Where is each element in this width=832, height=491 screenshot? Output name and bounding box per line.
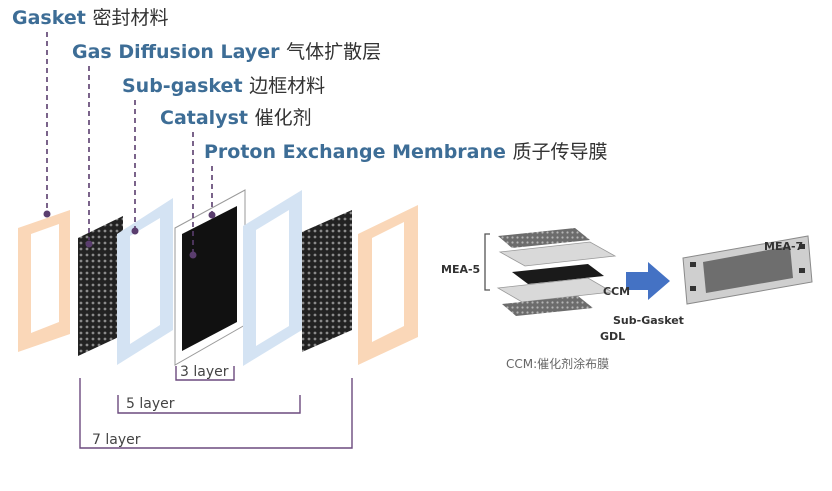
mea5-label: MEA-5 (441, 263, 481, 276)
label-subgasket-cn: 边框材料 (249, 75, 326, 97)
mea7-label: MEA-7 (764, 240, 804, 253)
label-catalyst-cn: 催化剂 (254, 107, 312, 129)
mea5-bracket (484, 233, 490, 291)
bracket-7-layer: 7 layer (92, 432, 141, 448)
bracket-3-layer: 3 layer (180, 364, 229, 380)
label-gdl-cn: 气体扩散层 (286, 41, 382, 63)
mea5-subgasket-bottom (496, 277, 614, 303)
gdl-left (78, 216, 123, 356)
ccm-caption: CCM:催化剂涂布膜 (506, 357, 610, 371)
label-pem: Proton Exchange Membrane 质子传导膜 (204, 141, 608, 163)
arrow-right-icon (626, 262, 670, 300)
label-gdl-en: Gas Diffusion Layer (72, 41, 280, 63)
leader-dots (43, 210, 216, 259)
label-gasket-cn: 密封材料 (92, 7, 169, 29)
subgasket-right (243, 190, 302, 366)
bracket-5-layer: 5 layer (126, 396, 175, 412)
ccm-label: CCM (603, 285, 631, 298)
label-pem-en: Proton Exchange Membrane (204, 141, 506, 163)
label-catalyst-en: Catalyst (160, 107, 248, 129)
gasket-left (18, 210, 70, 352)
mea5-layer-top (498, 228, 590, 248)
sub-gasket-label: Sub-Gasket (613, 314, 684, 327)
gdl-right (302, 210, 352, 352)
label-subgasket-en: Sub-gasket (122, 75, 243, 97)
label-gasket-en: Gasket (12, 7, 86, 29)
mea5-subgasket-top (498, 241, 617, 267)
gasket-right (358, 205, 418, 365)
layer-brackets (79, 366, 353, 449)
mea5-layer-bottom (502, 296, 593, 316)
label-pem-cn: 质子传导膜 (512, 141, 608, 163)
mea5-ccm (512, 264, 604, 284)
label-gasket: Gasket 密封材料 (12, 7, 168, 29)
label-gdl: Gas Diffusion Layer 气体扩散层 (72, 41, 381, 63)
gdl-label: GDL (600, 330, 626, 343)
leader-lines (46, 32, 213, 252)
catalyst-layer (182, 206, 237, 351)
label-catalyst: Catalyst 催化剂 (160, 107, 312, 129)
subgasket-left (117, 198, 173, 365)
mea7-assembly (682, 235, 813, 305)
label-subgasket: Sub-gasket 边框材料 (122, 75, 325, 97)
